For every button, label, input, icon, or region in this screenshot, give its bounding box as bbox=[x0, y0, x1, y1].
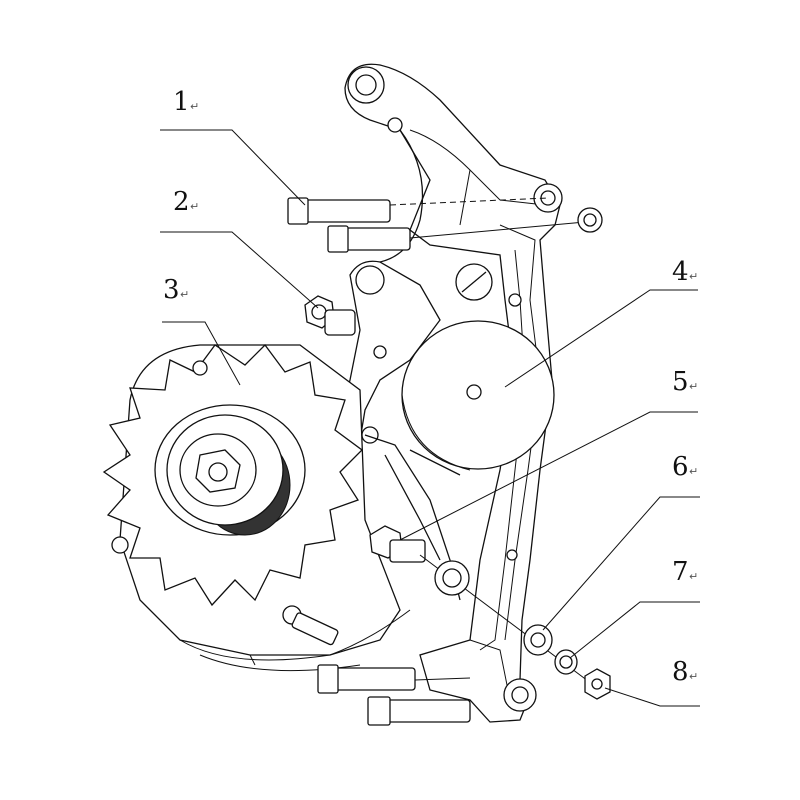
callout-7: 7 ↵ bbox=[672, 557, 698, 587]
callout-number: 1 bbox=[173, 87, 190, 117]
callout-return-mark: ↵ bbox=[689, 670, 698, 683]
callout-5: 5 ↵ bbox=[672, 367, 698, 397]
spring-washer bbox=[554, 649, 578, 675]
callout-1: 1 ↵ bbox=[173, 87, 199, 117]
tension-arm-curve bbox=[379, 129, 424, 263]
idler-disk bbox=[401, 320, 555, 471]
callout-number: 6 bbox=[672, 452, 689, 482]
lower-adjust-bolt bbox=[369, 525, 601, 691]
callout-3: 3 ↵ bbox=[163, 275, 189, 305]
callout-return-mark: ↵ bbox=[689, 380, 698, 393]
callout-return-mark: ↵ bbox=[689, 270, 698, 283]
flat-washer bbox=[523, 624, 553, 656]
callout-return-mark: ↵ bbox=[689, 570, 698, 583]
callout-number: 7 bbox=[672, 557, 689, 587]
callout-number: 8 bbox=[672, 657, 689, 687]
lower-mount-bolt-1 bbox=[317, 664, 471, 694]
callout-6: 6 ↵ bbox=[672, 452, 698, 482]
callout-number: 3 bbox=[163, 275, 180, 305]
callout-8: 8 ↵ bbox=[672, 657, 698, 687]
drive-pulley bbox=[154, 404, 306, 536]
leader-lines bbox=[160, 129, 700, 707]
upper-bolt-2 bbox=[327, 207, 603, 253]
pivot-bolt bbox=[304, 295, 356, 336]
callout-return-mark: ↵ bbox=[180, 288, 189, 301]
lower-mount-bolt-2 bbox=[367, 696, 471, 726]
callout-return-mark: ↵ bbox=[689, 465, 698, 478]
callout-number: 2 bbox=[173, 187, 190, 217]
small-stud bbox=[282, 605, 339, 646]
callout-4: 4 ↵ bbox=[672, 257, 698, 287]
callout-2: 2 ↵ bbox=[173, 187, 199, 217]
hex-nut bbox=[584, 668, 611, 700]
callout-number: 5 bbox=[672, 367, 689, 397]
callout-number: 4 bbox=[672, 257, 689, 287]
callout-return-mark: ↵ bbox=[190, 200, 199, 213]
callout-return-mark: ↵ bbox=[190, 100, 199, 113]
upper-bolt-1 bbox=[287, 197, 549, 225]
